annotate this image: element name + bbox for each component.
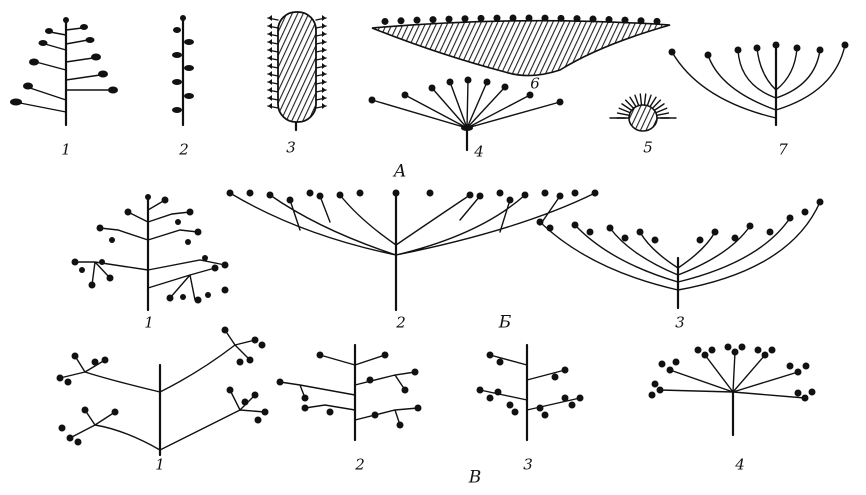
- section-label-b: Б: [499, 315, 512, 332]
- label-v4: 4: [735, 458, 745, 473]
- a5-head-drawing: [610, 94, 676, 131]
- label-b3: 3: [675, 316, 685, 331]
- label-a4: 4: [474, 145, 484, 160]
- label-b1: 1: [144, 316, 154, 331]
- a2-spike-drawing: [172, 15, 194, 125]
- b2-compound-corymb-drawing: [227, 190, 599, 311]
- b1-panicle-drawing: [72, 194, 229, 310]
- section-label-v: В: [469, 470, 482, 487]
- v1-thyrse-drawing: [57, 327, 269, 456]
- a7-corymb-drawing: [669, 42, 849, 126]
- label-a5: 5: [643, 141, 653, 156]
- a6-capitulum-drawing: [372, 15, 670, 76]
- a3-spadix-drawing: [268, 12, 326, 130]
- label-v3: 3: [523, 458, 533, 473]
- label-b2: 2: [396, 316, 406, 331]
- label-a6: 6: [530, 77, 540, 92]
- section-label-a: А: [394, 164, 407, 181]
- label-v1: 1: [155, 458, 165, 473]
- v3-spike-cymes-drawing: [477, 345, 584, 440]
- v4-compound-umbel-drawing: [649, 344, 816, 436]
- label-a7: 7: [778, 143, 788, 158]
- label-a2: 2: [179, 143, 189, 158]
- label-v2: 2: [355, 458, 365, 473]
- label-a1: 1: [61, 143, 71, 158]
- v2-dichasium-drawing: [277, 345, 422, 440]
- b3-compound-umbel-drawing: [537, 199, 824, 309]
- label-a3: 3: [286, 141, 296, 156]
- a1-raceme-drawing: [10, 17, 118, 125]
